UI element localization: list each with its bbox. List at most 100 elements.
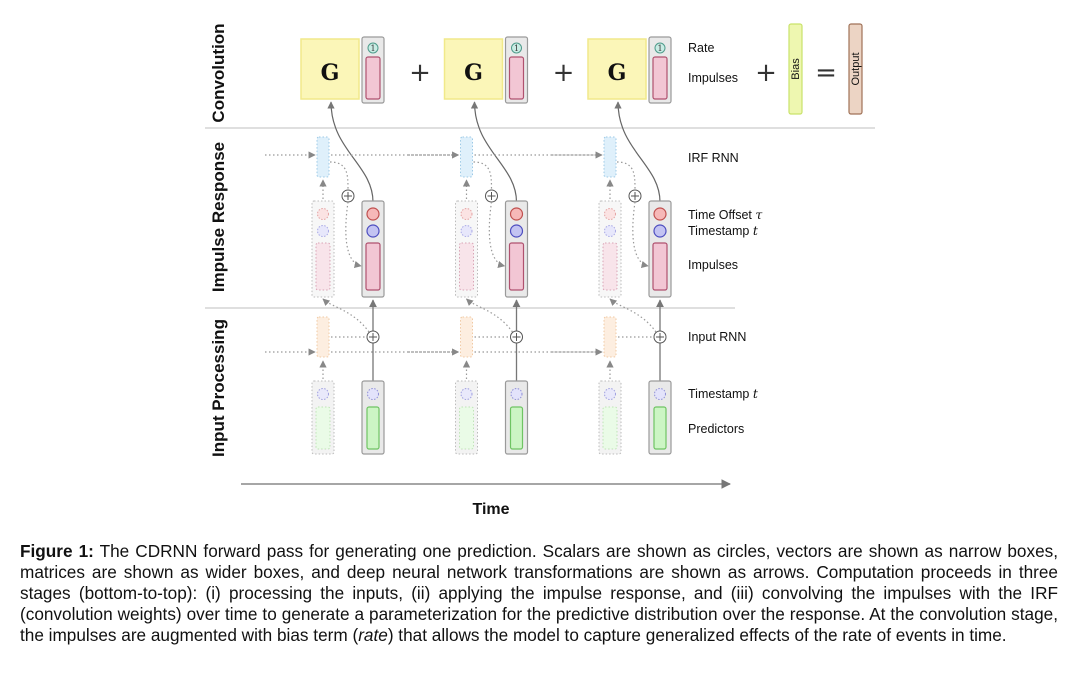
timestep-columns: G·1+G·1+G·1 [265,36,672,455]
irf-kernel-matrix [443,38,504,100]
figure-caption: Figure 1: The CDRNN forward pass for gen… [20,541,1058,646]
rate-value: 1 [514,44,519,53]
legend-time-offset-text: Time Offset [688,208,752,222]
legend-irf-rnn: IRF RNN [688,151,739,165]
rate-value: 1 [370,44,375,53]
predictor-vector [509,406,524,450]
prior-time-offset-scalar [317,208,329,220]
input-to-prior-arrow [322,298,370,333]
legend-t-symbol-ir: t [753,223,759,238]
irf-kernel-matrix [587,38,647,100]
legend-impulses-ir: Impulses [688,258,738,272]
predictor-vector [366,406,380,450]
prior-input-timestamp-scalar [604,388,616,400]
prior-predictor-vector [459,406,474,450]
irf-kernel-matrix [300,38,360,100]
stage-label-input-processing: Input Processing [209,319,228,457]
legend-rate: Rate [688,41,714,55]
legend-predictors: Predictors [688,422,744,436]
impulse-vector [365,56,381,100]
input-to-prior-arrow [609,298,657,333]
plus-operator: + [755,58,777,88]
legend-timestamp-ip-text: Timestamp [688,387,749,401]
caption-italic-rate: rate [358,625,388,645]
time-offset-scalar [653,207,667,221]
impulse-vector [652,56,668,100]
input-rnn-state [460,316,473,358]
irf-rnn-state [460,136,473,178]
sum-to-impulse-arrow [488,201,506,269]
irf-transform-arrow [327,101,374,203]
timestamp-scalar [653,224,667,238]
time-offset-scalar [509,207,524,221]
prior-input-timestamp-scalar [317,388,329,400]
cdrnn-diagram: Convolution Impulse Response Input Proce… [205,23,875,518]
input-to-prior-arrow [465,298,513,333]
prior-timestamp-scalar [604,225,616,237]
irf-transform-arrow [614,101,661,203]
output-label: Output [850,52,862,85]
sum-to-impulse-arrow [345,201,362,269]
bias-label: Bias [790,58,802,80]
plus-operator: + [553,58,575,88]
caption-label: Figure 1: [20,541,94,561]
legend-tau-symbol: τ [755,207,763,222]
legend-timestamp-ir: Timestamp t [688,223,759,238]
irf-rnn-state [316,136,330,178]
input-timestamp-scalar [510,388,523,400]
timestamp-scalar [509,224,524,238]
timestep-column: G·1+ [408,36,602,455]
time-axis-label: Time [472,501,509,518]
kernel-symbol: G [321,60,340,86]
irf-transform-arrow [470,101,518,203]
sum-to-impulse-arrow [632,201,649,269]
impulse-vector [508,56,525,100]
rate-scalar [654,42,666,54]
irf-to-sum-link [616,161,636,191]
stage-label-impulse-response: Impulse Response [209,142,228,292]
prior-timestamp-scalar [460,225,473,237]
impulse-vector [365,242,381,291]
prior-time-offset-scalar [460,208,473,220]
rate-value: 1 [657,44,662,53]
prior-impulse-vector [459,242,474,291]
impulse-vector [508,242,525,291]
prior-impulse-vector [315,242,331,291]
plus-operator: + [409,58,431,88]
prior-predictor-vector [602,406,618,450]
prior-predictor-vector [315,406,331,450]
input-timestamp-scalar [367,388,379,400]
output-vector: Output [848,23,863,115]
predictor-vector [653,406,667,450]
legend-impulses-convolution: Impulses [688,71,738,85]
bias-vector: Bias [788,23,803,115]
input-rnn-state [603,316,617,358]
irf-rnn-state [603,136,617,178]
legend-timestamp-ir-text: Timestamp [688,224,749,238]
time-offset-scalar [366,207,380,221]
timestep-column: G·1 [552,36,672,455]
prior-timestamp-scalar [317,225,329,237]
input-timestamp-scalar [654,388,666,400]
stage-label-convolution: Convolution [209,23,228,122]
rate-scalar [367,42,379,54]
irf-to-sum-link [329,161,349,191]
prior-time-offset-scalar [604,208,616,220]
prior-input-timestamp-scalar [460,388,473,400]
legend-timestamp-ip: Timestamp t [688,386,759,401]
timestep-column: G·1+ [265,36,459,455]
legend-t-symbol-ip: t [753,386,759,401]
legend-time-offset: Time Offset τ [688,207,763,222]
prior-impulse-vector [602,242,618,291]
legend-input-rnn: Input RNN [688,330,746,344]
kernel-symbol: G [608,60,627,86]
kernel-symbol: G [464,60,483,86]
equals-operator: = [815,58,837,88]
input-rnn-state [316,316,330,358]
caption-text-1: The CDRNN forward pass for generating on… [20,541,1058,645]
timestamp-scalar [366,224,380,238]
rate-scalar [511,42,522,54]
impulse-vector [652,242,668,291]
caption-text-2: ) that allows the model to capture gener… [387,625,1007,645]
irf-to-sum-link [473,161,493,191]
